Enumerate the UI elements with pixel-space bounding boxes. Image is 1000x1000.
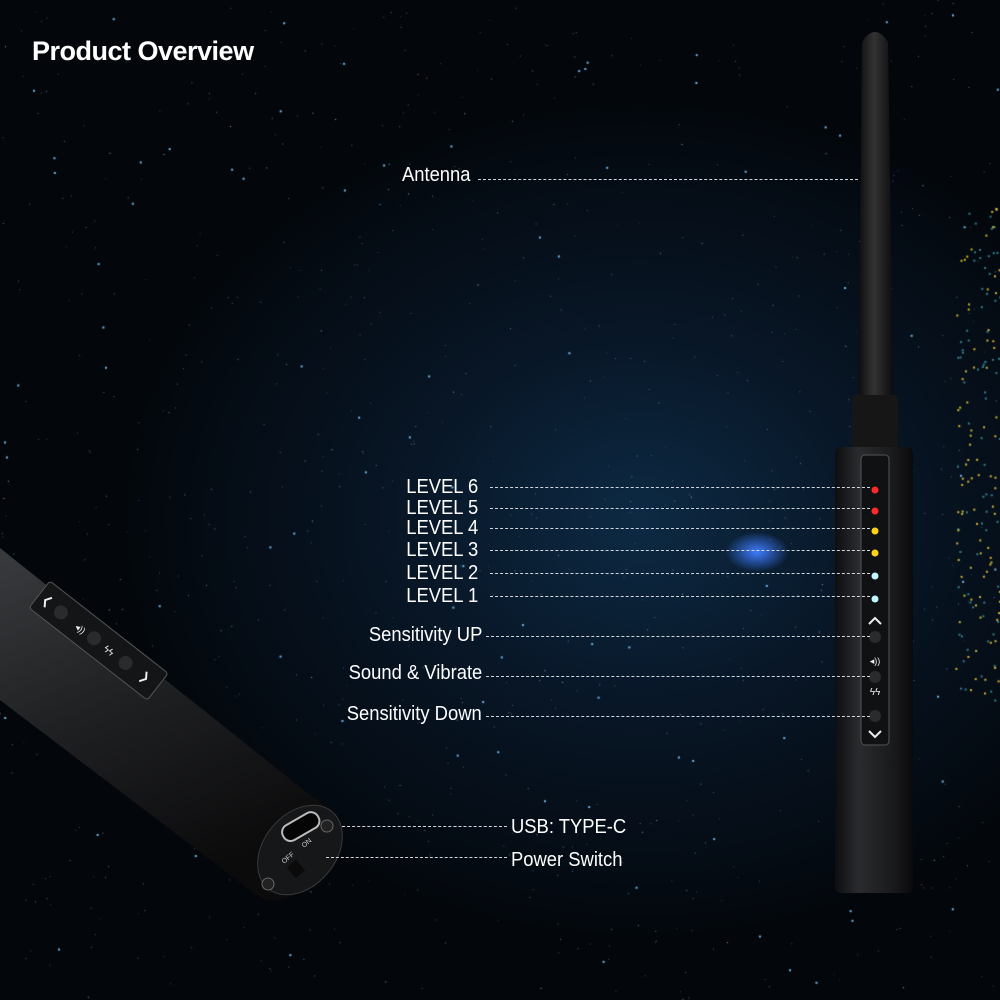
leader-antenna bbox=[478, 179, 858, 180]
leader-sound-vibrate bbox=[486, 676, 870, 677]
label-usb: USB: TYPE-C bbox=[511, 816, 627, 838]
led-level-2 bbox=[871, 572, 879, 580]
detector-upright: ◂)) ϟϟ bbox=[835, 32, 913, 893]
label-sensitivity-up: Sensitivity UP bbox=[368, 624, 482, 646]
sound-icon: ◂)) bbox=[870, 656, 881, 666]
label-level-2: LEVEL 2 bbox=[406, 562, 478, 584]
leader-level-6 bbox=[490, 487, 870, 488]
sound-vibrate-button bbox=[869, 671, 881, 683]
leader-level-5 bbox=[490, 508, 870, 509]
sensitivity-down-button bbox=[869, 710, 881, 722]
leader-sensitivity-up bbox=[486, 636, 870, 637]
usb-c-port-icon bbox=[281, 811, 321, 843]
chevron-down-icon bbox=[868, 730, 882, 739]
antenna bbox=[858, 32, 894, 448]
leader-level-4 bbox=[490, 528, 870, 529]
label-level-5: LEVEL 5 bbox=[406, 497, 478, 519]
power-switch bbox=[286, 859, 306, 879]
label-level-3: LEVEL 3 bbox=[406, 539, 478, 561]
leader-level-3 bbox=[490, 550, 870, 551]
leader-power-switch bbox=[326, 857, 507, 858]
leader-level-2 bbox=[490, 573, 870, 574]
sensitivity-up-button bbox=[869, 631, 881, 643]
label-level-1: LEVEL 1 bbox=[406, 585, 478, 607]
chevron-up-icon bbox=[868, 616, 882, 625]
label-level-4: LEVEL 4 bbox=[406, 517, 478, 539]
led-level-1 bbox=[871, 595, 879, 603]
led-level-5 bbox=[871, 507, 879, 515]
leader-level-1 bbox=[490, 596, 870, 597]
led-level-6 bbox=[871, 486, 879, 494]
label-antenna: Antenna bbox=[402, 164, 471, 186]
label-level-6: LEVEL 6 bbox=[406, 476, 478, 498]
label-sound-vibrate: Sound & Vibrate bbox=[348, 662, 482, 684]
chevron-up-icon bbox=[43, 596, 53, 608]
screw-icon bbox=[320, 819, 334, 833]
leader-usb bbox=[342, 826, 507, 827]
detector-angled: ◂)) ϟϟ OFF ON bbox=[0, 548, 343, 901]
chevron-down-icon bbox=[138, 671, 148, 683]
label-power-switch: Power Switch bbox=[511, 849, 623, 871]
screw-icon bbox=[261, 877, 275, 891]
blue-glow bbox=[725, 532, 789, 572]
page-title: Product Overview bbox=[32, 36, 254, 66]
led-level-3 bbox=[871, 549, 879, 557]
label-sensitivity-down: Sensitivity Down bbox=[347, 703, 482, 725]
leader-sensitivity-down bbox=[486, 716, 870, 717]
led-level-4 bbox=[871, 527, 879, 535]
vibrate-icon: ϟϟ bbox=[870, 687, 881, 698]
